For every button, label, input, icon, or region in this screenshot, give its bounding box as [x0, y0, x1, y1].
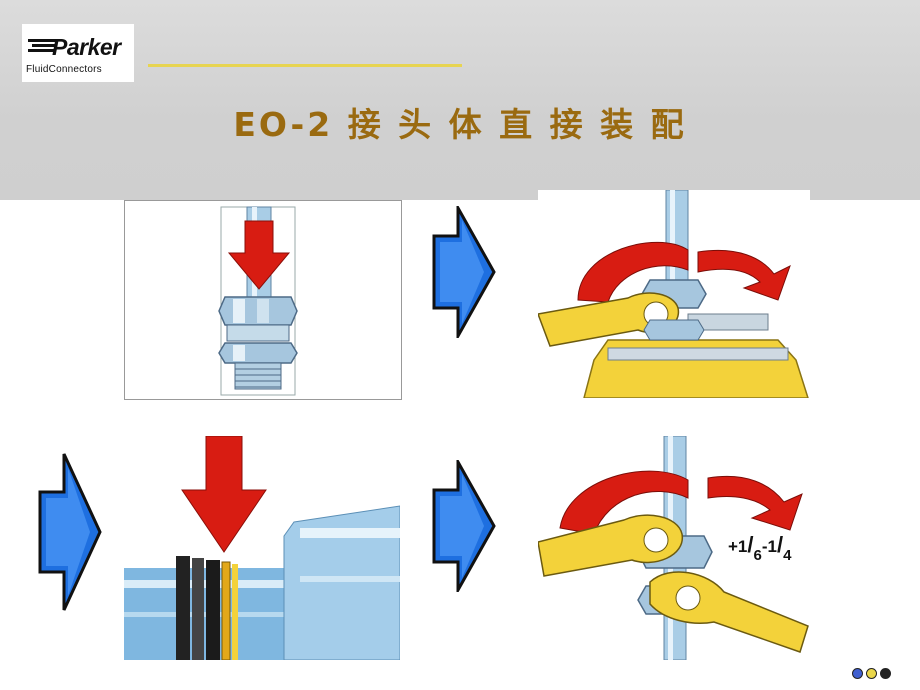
arrow-right-icon	[38, 453, 102, 611]
slide-title: EO-2 接 头 体 直 接 装 配	[233, 105, 687, 144]
step2-image	[538, 190, 810, 398]
pager-dot[interactable]	[866, 668, 877, 679]
pager-dot[interactable]	[880, 668, 891, 679]
step1-image	[124, 200, 402, 400]
slide-header: Parker FluidConnectors EO-2 接 头 体 直 接 装 …	[0, 0, 920, 200]
step3-image	[124, 436, 400, 660]
arrow-right-icon	[432, 460, 496, 592]
arrow-right-icon	[432, 206, 496, 338]
logo-subtitle: FluidConnectors	[26, 64, 102, 75]
step4-image: +1/6-1/4	[538, 436, 810, 660]
pager-dot[interactable]	[852, 668, 863, 679]
logo-brand-text: Parker	[52, 34, 121, 60]
parker-logo-mark-icon	[28, 39, 56, 52]
parker-logo: Parker FluidConnectors	[22, 24, 134, 82]
header-rule	[148, 64, 462, 67]
step4-fraction-label: +1/6-1/4	[728, 532, 792, 564]
